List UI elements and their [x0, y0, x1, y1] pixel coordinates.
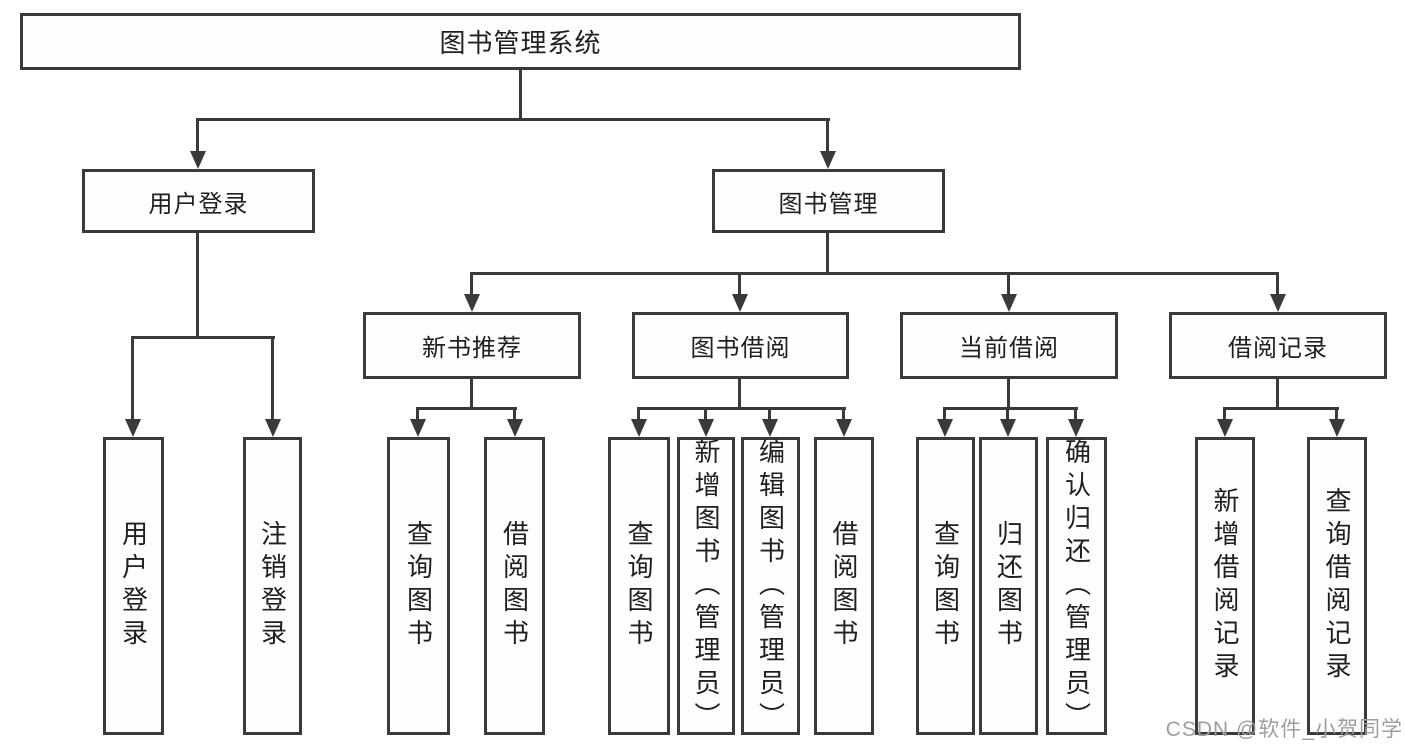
- leaf-logout-label: 注销登录: [257, 520, 288, 652]
- connector-borrow-records-stem: [1276, 379, 1279, 410]
- connector-borrow-records-branch: [1223, 407, 1339, 410]
- connector-arrow-line: [131, 336, 134, 421]
- leaf-borrow-book: 借阅图书: [814, 437, 874, 735]
- connector-arrow-line: [1223, 407, 1226, 421]
- node-root: 图书管理系统: [20, 13, 1021, 70]
- arrow-down-icon: [937, 419, 953, 437]
- connector-arrow-line: [1276, 272, 1279, 296]
- connector-arrow-line: [1007, 272, 1010, 296]
- leaf-user-login: 用户登录: [103, 437, 164, 735]
- leaf-add-borrow-record: 新增借阅记录: [1195, 437, 1255, 735]
- leaf-confirm-return-admin: 确认归还（管理员）: [1046, 437, 1107, 735]
- connector-book-management-stem: [826, 233, 829, 275]
- connector-book-borrow-stem: [738, 379, 741, 410]
- node-new-book-recommend-label: 新书推荐: [422, 335, 522, 362]
- leaf-query-book-current-label: 查询图书: [930, 520, 961, 652]
- node-user-login-label: 用户登录: [148, 190, 249, 218]
- arrow-down-icon: [410, 419, 426, 437]
- node-new-book-recommend: 新书推荐: [363, 312, 581, 379]
- node-book-management: 图书管理: [712, 169, 945, 233]
- leaf-add-book-admin-label: 新增图书（管理员）: [691, 437, 721, 735]
- node-book-borrow-label: 图书借阅: [690, 335, 791, 362]
- arrow-down-icon: [732, 294, 748, 312]
- arrow-down-icon: [631, 419, 647, 437]
- leaf-confirm-return-admin-label: 确认归还（管理员）: [1061, 437, 1092, 735]
- node-borrow-records-label: 借阅记录: [1228, 335, 1328, 362]
- arrow-down-icon: [265, 419, 281, 437]
- leaf-query-borrow-record: 查询借阅记录: [1307, 437, 1367, 735]
- leaf-borrow-book-label: 借阅图书: [829, 520, 859, 652]
- connector-arrow-line: [1074, 407, 1077, 421]
- arrow-down-icon: [698, 419, 714, 437]
- arrow-down-icon: [836, 419, 852, 437]
- leaf-logout: 注销登录: [243, 437, 302, 735]
- node-borrow-records: 借阅记录: [1169, 312, 1387, 379]
- arrow-down-icon: [125, 419, 141, 437]
- connector-user-login-branch: [131, 336, 275, 339]
- node-user-login: 用户登录: [82, 169, 315, 233]
- connector-arrow-line: [416, 407, 419, 421]
- connector-arrow-line: [637, 407, 640, 421]
- node-current-borrow: 当前借阅: [900, 312, 1118, 379]
- node-current-borrow-label: 当前借阅: [959, 335, 1059, 362]
- connector-root-stem: [519, 70, 522, 121]
- node-root-label: 图书管理系统: [439, 28, 602, 58]
- connector-arrow-line: [738, 272, 741, 296]
- arrow-down-icon: [1329, 419, 1345, 437]
- leaf-query-book-current: 查询图书: [916, 437, 975, 735]
- arrow-down-icon: [1068, 419, 1084, 437]
- leaf-return-book-label: 归还图书: [993, 520, 1024, 652]
- connector-arrow-line: [1335, 407, 1338, 421]
- connector-book-management-branch: [470, 272, 1279, 275]
- leaf-query-book-borrow: 查询图书: [608, 437, 670, 735]
- leaf-edit-book-admin-label: 编辑图书（管理员）: [755, 437, 786, 735]
- connector-current-borrow-branch: [943, 407, 1078, 410]
- connector-arrow-line: [768, 407, 771, 421]
- leaf-edit-book-admin: 编辑图书（管理员）: [741, 437, 800, 735]
- connector-arrow-line: [943, 407, 946, 421]
- leaf-borrow-book-recommend-label: 借阅图书: [499, 520, 530, 652]
- connector-arrow-line: [271, 336, 274, 421]
- arrow-down-icon: [190, 151, 206, 169]
- leaf-user-login-label: 用户登录: [118, 520, 149, 652]
- connector-book-borrow-branch: [637, 407, 846, 410]
- connector-arrow-line: [842, 407, 845, 421]
- arrow-down-icon: [762, 419, 778, 437]
- leaf-return-book: 归还图书: [979, 437, 1038, 735]
- connector-arrow-line: [196, 118, 199, 153]
- leaf-query-book-recommend: 查询图书: [387, 437, 450, 735]
- connector-arrow-line: [513, 407, 516, 421]
- leaf-borrow-book-recommend: 借阅图书: [484, 437, 545, 735]
- leaf-query-borrow-record-label: 查询借阅记录: [1322, 487, 1352, 685]
- connector-arrow-line: [704, 407, 707, 421]
- connector-user-login-stem: [196, 233, 199, 339]
- arrow-down-icon: [1001, 294, 1017, 312]
- arrow-down-icon: [820, 151, 836, 169]
- arrow-down-icon: [507, 419, 523, 437]
- arrow-down-icon: [1217, 419, 1233, 437]
- connector-arrow-line: [826, 118, 829, 153]
- arrow-down-icon: [464, 294, 480, 312]
- leaf-add-book-admin: 新增图书（管理员）: [677, 437, 735, 735]
- arrow-down-icon: [1270, 294, 1286, 312]
- leaf-query-book-recommend-label: 查询图书: [403, 520, 434, 652]
- connector-arrow-line: [1006, 407, 1009, 421]
- leaf-query-book-borrow-label: 查询图书: [624, 520, 654, 652]
- leaf-add-borrow-record-label: 新增借阅记录: [1210, 487, 1240, 685]
- connector-new-book-stem: [470, 379, 473, 410]
- csdn-watermark: CSDN @软件_小贺同学: [1165, 718, 1403, 741]
- connector-root-branch: [196, 118, 830, 121]
- node-book-borrow: 图书借阅: [632, 312, 849, 379]
- node-book-management-label: 图书管理: [778, 190, 879, 218]
- connector-arrow-line: [470, 272, 473, 296]
- arrow-down-icon: [1000, 419, 1016, 437]
- connector-current-borrow-stem: [1007, 379, 1010, 410]
- connector-new-book-branch: [416, 407, 517, 410]
